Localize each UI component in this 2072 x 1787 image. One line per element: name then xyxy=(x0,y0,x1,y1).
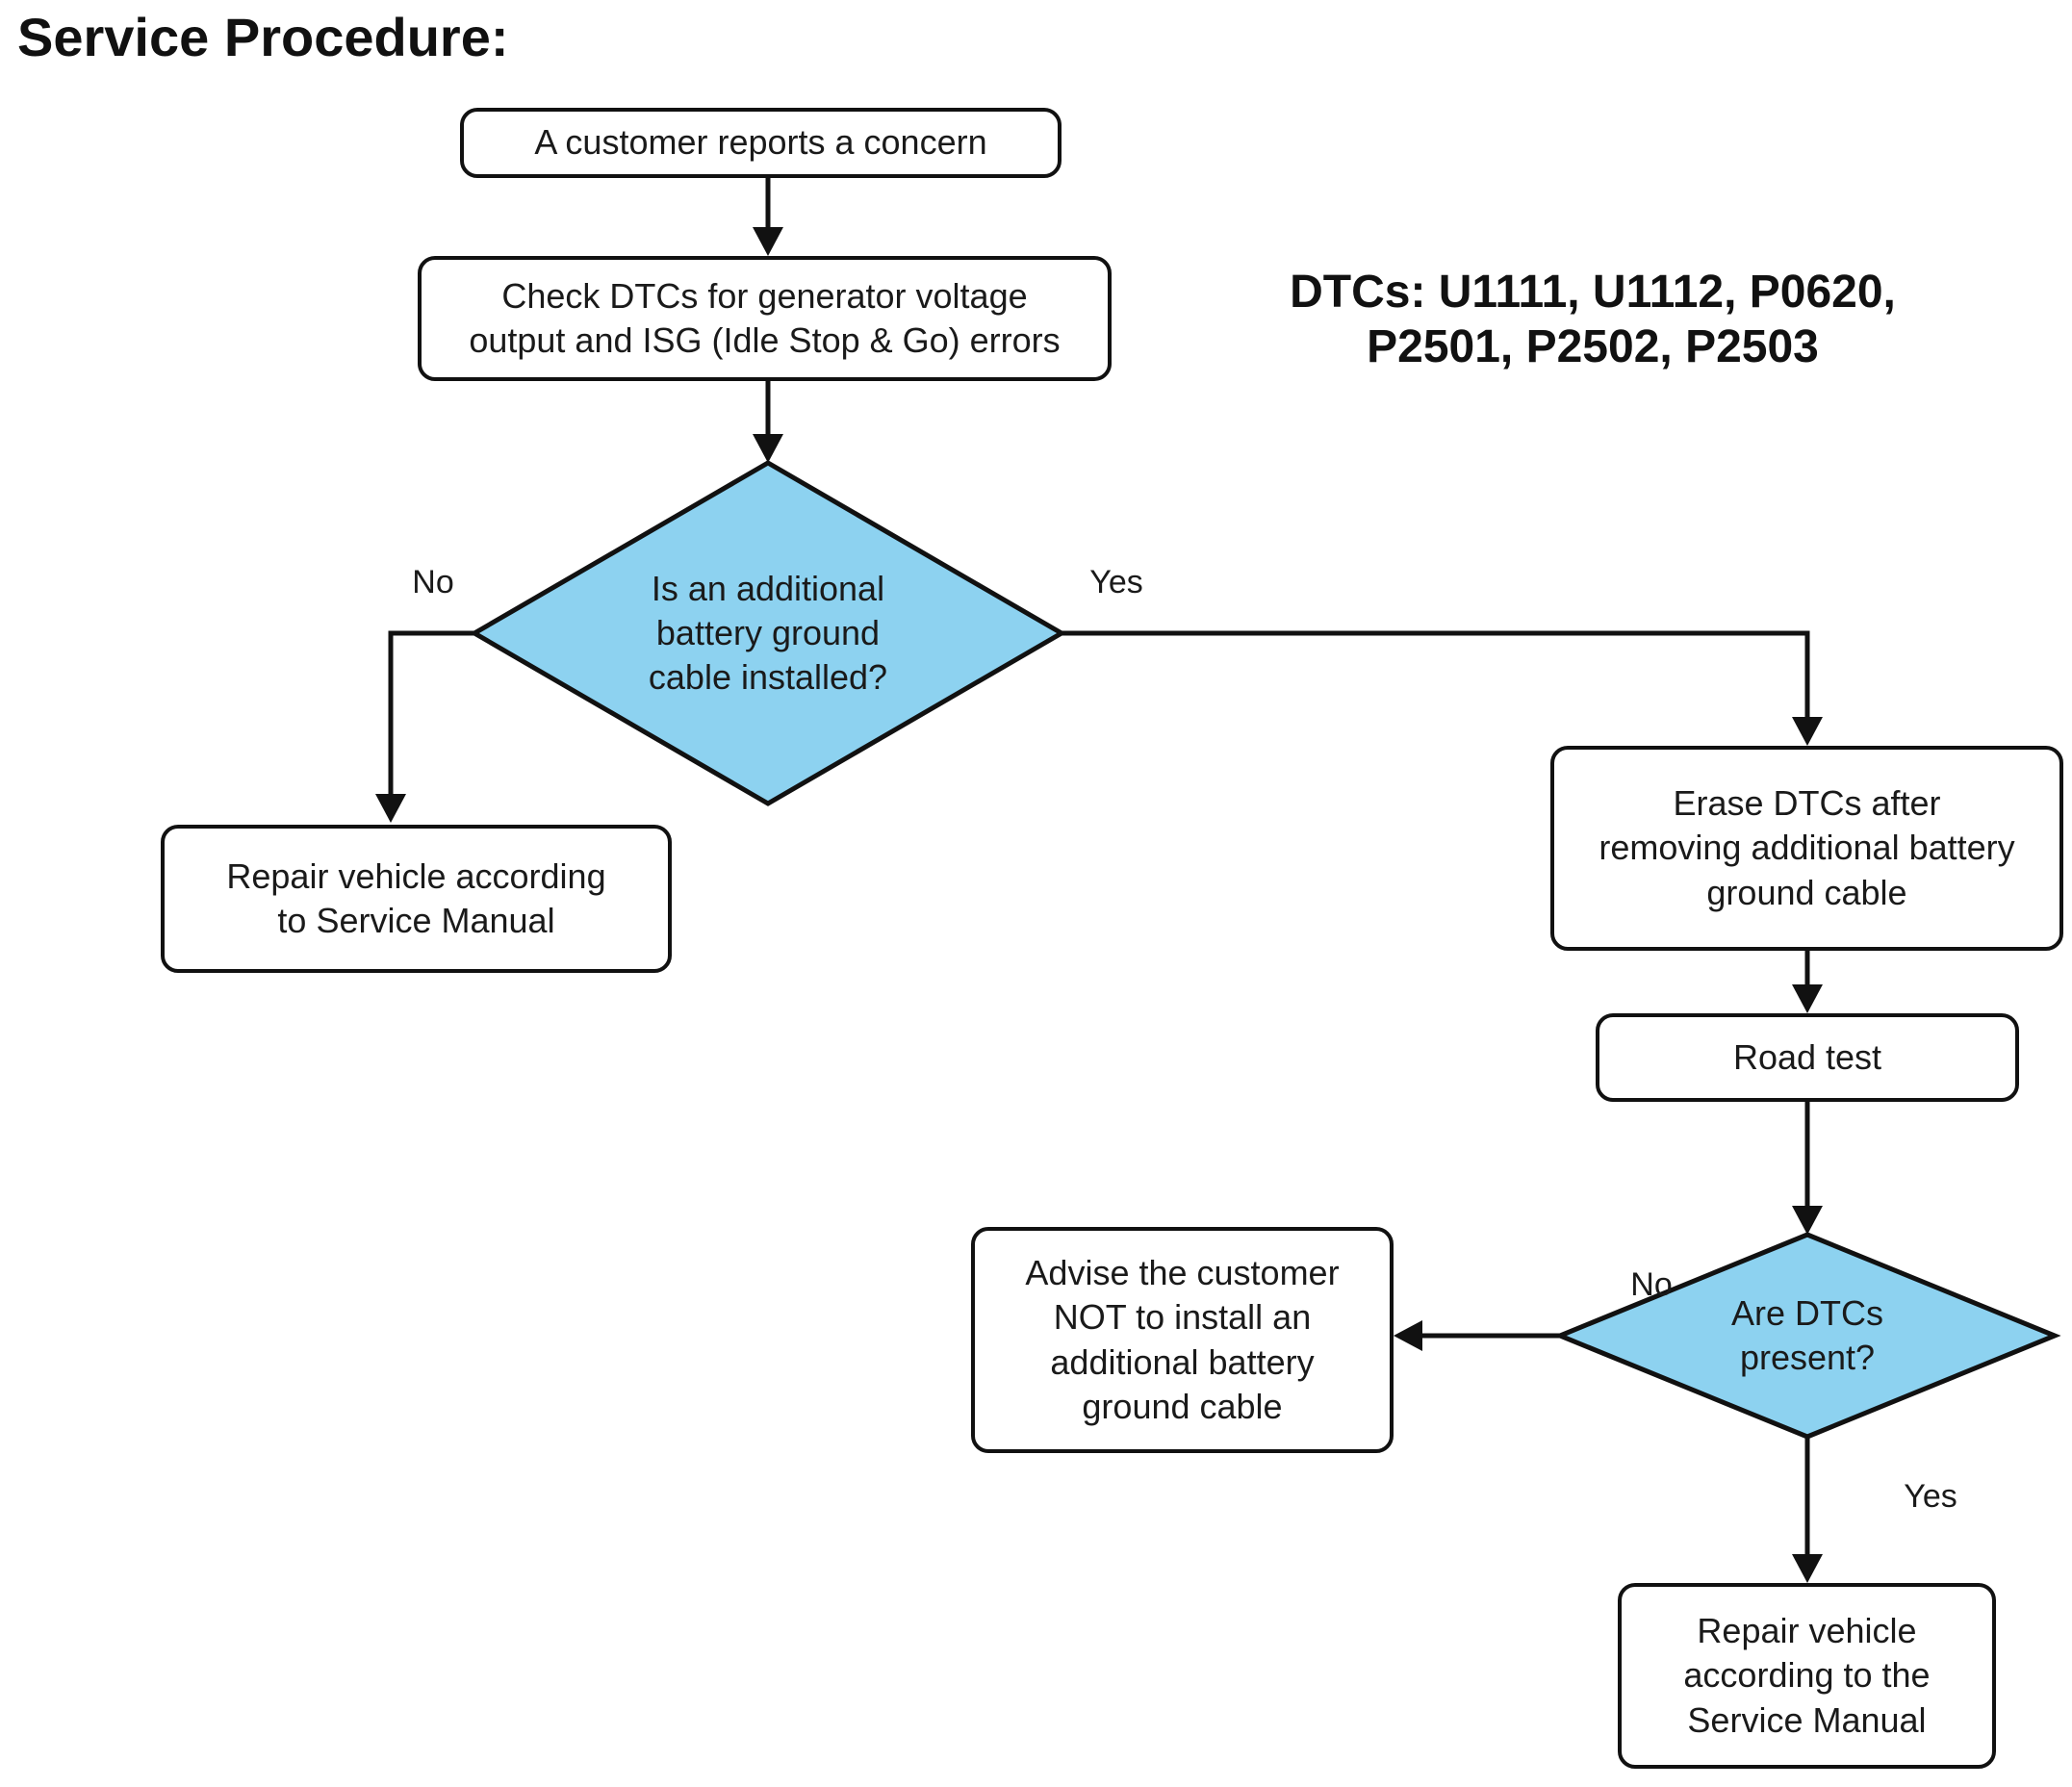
edge-label-cable-yes: Yes xyxy=(1089,564,1143,600)
node-erase-dtcs: Erase DTCs after removing additional bat… xyxy=(1550,746,2063,951)
node-check-dtcs: Check DTCs for generator voltage output … xyxy=(418,256,1112,381)
node-road-test: Road test xyxy=(1596,1013,2019,1102)
page-title: Service Procedure: xyxy=(17,7,509,67)
edge-label-dtcs-no: No xyxy=(1630,1266,1673,1303)
arrow-start-to-check xyxy=(753,178,783,256)
decision-cable-label: Is an additional battery ground cable in… xyxy=(648,568,888,698)
dtc-codes-note: DTCs: U1111, U1112, P0620, P2501, P2502,… xyxy=(1290,267,1896,372)
arrow-check-to-decision-cable xyxy=(753,381,783,463)
decision-dtcs-label: Are DTCs present? xyxy=(1730,1292,1883,1377)
node-repair-left: Repair vehicle according to Service Manu… xyxy=(161,825,672,973)
node-repair-right: Repair vehicle according to the Service … xyxy=(1618,1583,1996,1769)
decision-dtcs-diamond xyxy=(1553,1232,2061,1440)
arrow-erase-to-roadtest xyxy=(1792,951,1823,1013)
edge-label-cable-no: No xyxy=(412,564,454,600)
node-start: A customer reports a concern xyxy=(460,108,1062,178)
arrow-cable-no xyxy=(375,630,474,823)
decision-cable-diamond xyxy=(470,460,1066,806)
arrow-cable-yes xyxy=(1062,630,1823,746)
edge-label-dtcs-yes: Yes xyxy=(1904,1478,1957,1515)
arrow-dtcs-no xyxy=(1394,1320,1560,1351)
arrow-roadtest-to-decision-dtcs xyxy=(1792,1102,1823,1235)
node-advise-customer: Advise the customer NOT to install an ad… xyxy=(971,1227,1394,1453)
arrow-dtcs-yes xyxy=(1792,1437,1823,1583)
